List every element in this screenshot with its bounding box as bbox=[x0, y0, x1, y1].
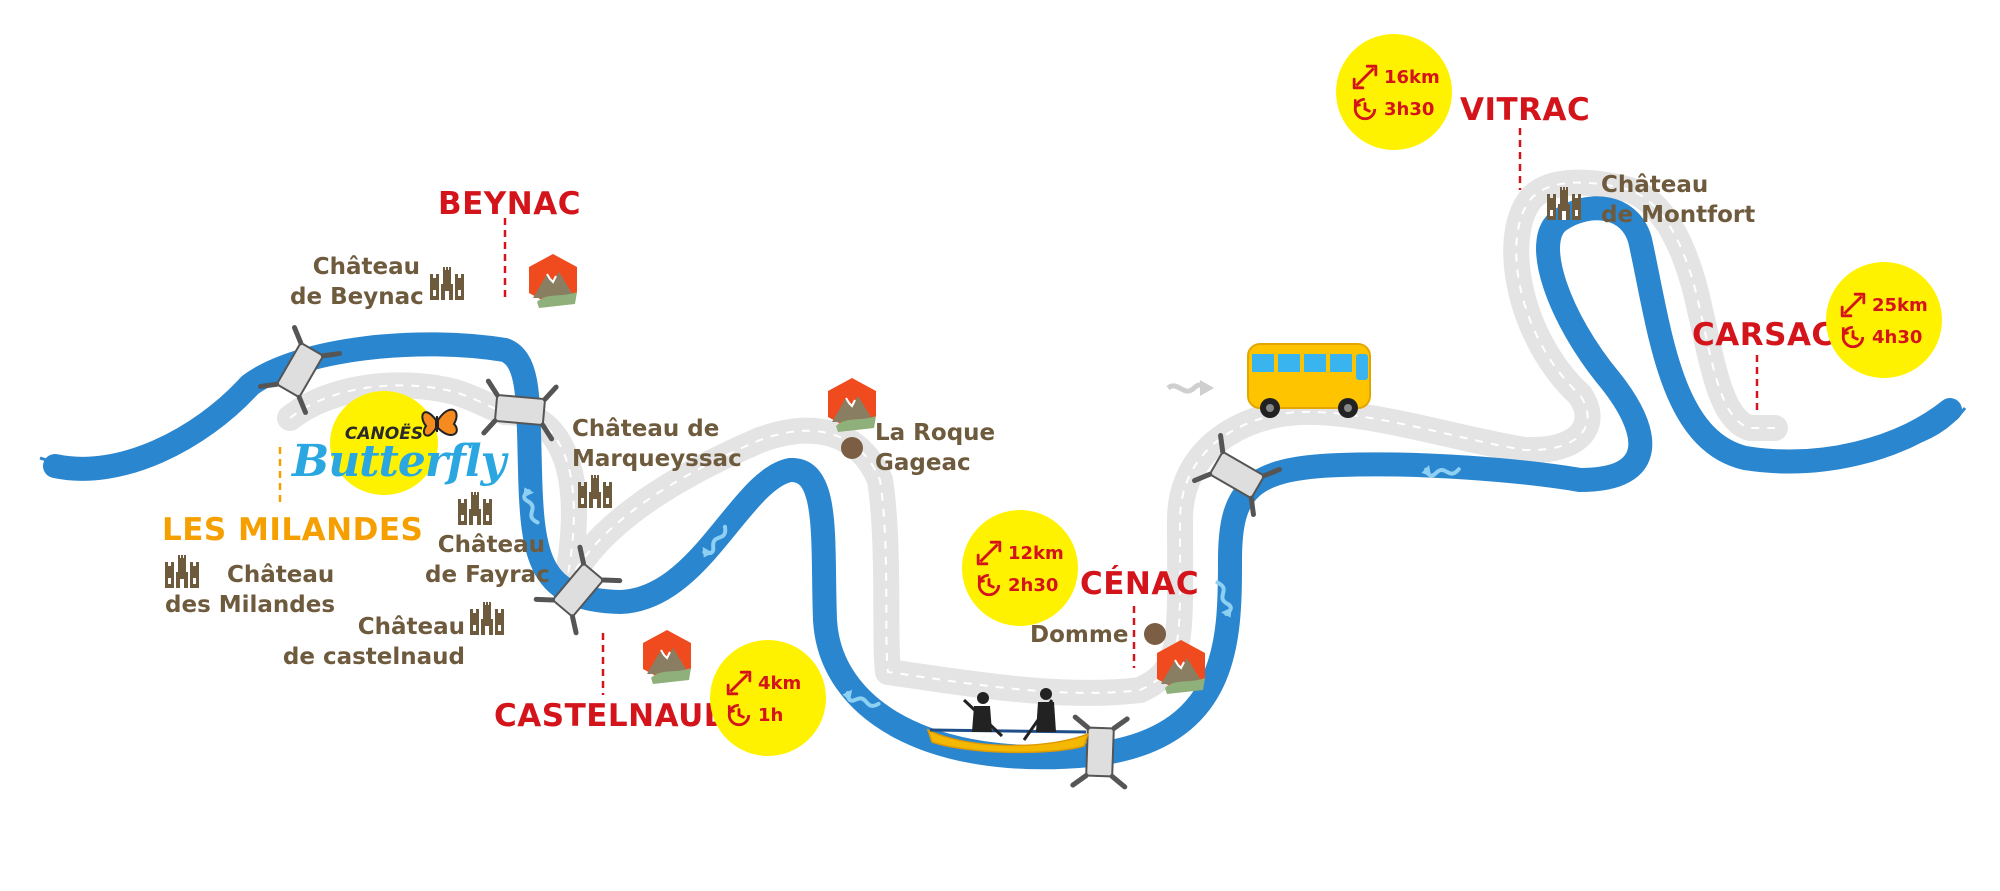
hiking-spot-icon bbox=[528, 253, 578, 309]
logo-line1: CANOËS bbox=[344, 424, 424, 444]
town-vitrac: VITRAC bbox=[1460, 92, 1591, 128]
route-distance: 25km bbox=[1872, 294, 1928, 316]
logo-line2: Butterfly bbox=[292, 436, 506, 487]
town-beynac: BEYNAC bbox=[438, 186, 581, 222]
canoes-butterfly-logo: CANOËS Butterfly bbox=[292, 390, 506, 496]
village-dot-icon bbox=[1144, 623, 1166, 645]
route-duration: 4h30 bbox=[1872, 326, 1923, 348]
distance-arrow-icon bbox=[1352, 64, 1378, 90]
town-carsac: CARSAC bbox=[1692, 317, 1835, 353]
bus-icon bbox=[1247, 343, 1371, 418]
route-duration: 3h30 bbox=[1384, 98, 1435, 120]
village-dot-icon bbox=[841, 437, 863, 459]
hiking-spot-icon bbox=[642, 629, 692, 685]
clock-icon bbox=[1353, 97, 1377, 121]
label-chateau-marqueyssac: Château de Marqueyssac bbox=[572, 416, 742, 472]
label-chateau-fayrac: Château de Fayrac bbox=[425, 532, 550, 588]
route-badge-cenac: 12km 2h30 bbox=[962, 510, 1078, 626]
town-castelnaud: CASTELNAUD bbox=[494, 698, 731, 734]
route-duration: 1h bbox=[758, 704, 784, 726]
label-chateau-milandes: Château des Milandes bbox=[165, 562, 336, 618]
river-dordogne bbox=[39, 196, 1967, 770]
town-cenac: CÉNAC bbox=[1080, 566, 1200, 602]
route-distance: 12km bbox=[1008, 542, 1064, 564]
canoe-icon bbox=[926, 688, 1090, 754]
label-chateau-beynac: Château de Beynac bbox=[290, 254, 424, 310]
route-badge-castelnaud: 4km 1h bbox=[710, 640, 826, 756]
label-domme: Domme bbox=[1030, 622, 1129, 648]
castle-icon bbox=[470, 602, 504, 635]
route-badge-carsac: 25km 4h30 bbox=[1826, 262, 1942, 378]
distance-arrow-icon bbox=[976, 540, 1002, 566]
butterfly-icon bbox=[421, 408, 458, 437]
label-la-roque-gageac: La Roque Gageac bbox=[875, 420, 996, 476]
route-distance: 16km bbox=[1384, 66, 1440, 88]
route-duration: 2h30 bbox=[1008, 574, 1059, 596]
route-distance: 4km bbox=[758, 672, 802, 694]
clock-icon bbox=[727, 703, 751, 727]
clock-icon bbox=[1841, 325, 1865, 349]
clock-icon bbox=[977, 573, 1001, 597]
route-badge-vitrac: 16km 3h30 bbox=[1336, 34, 1452, 150]
distance-arrow-icon bbox=[726, 670, 752, 696]
castle-icon bbox=[458, 492, 492, 525]
label-chateau-castelnaud: Château de castelnaud bbox=[282, 614, 465, 670]
town-les-milandes: LES MILANDES bbox=[162, 512, 424, 548]
distance-arrow-icon bbox=[1840, 292, 1866, 318]
label-chateau-montfort: Château de Montfort bbox=[1601, 172, 1756, 228]
castle-icon bbox=[430, 267, 464, 300]
leader-lines bbox=[503, 128, 1759, 695]
